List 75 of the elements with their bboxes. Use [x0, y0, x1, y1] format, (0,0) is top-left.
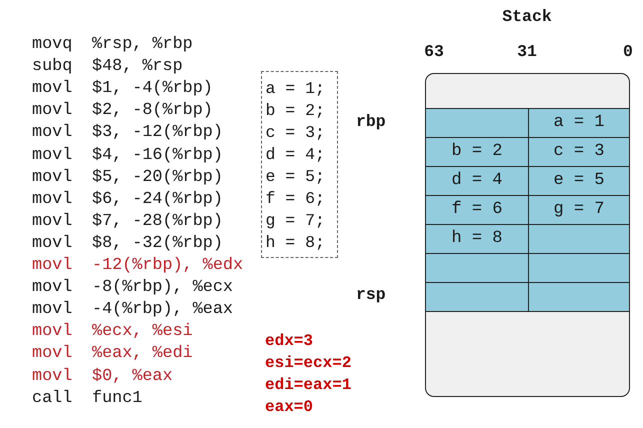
assembly-operand: -12(%rbp), %edx [92, 256, 244, 276]
bit-index: 63 [424, 42, 444, 62]
assembly-operand: func1 [92, 388, 142, 409]
stack-slot [425, 253, 529, 283]
assembly-operand: -4(%rbp), %eax [92, 300, 233, 320]
register-value-note: eax=0 [265, 397, 314, 417]
c-statement: d = 4; [266, 145, 325, 165]
stack-slot [425, 166, 529, 196]
assembly-operand: $6, -24(%rbp) [92, 190, 223, 210]
c-statement: e = 5; [266, 167, 325, 188]
assembly-mnemonic: movl [32, 344, 72, 364]
stack-slot [425, 224, 529, 254]
register-pointer-label: rsp [356, 285, 386, 305]
c-statement: b = 2; [266, 100, 325, 121]
variable-value: c = 3 [554, 142, 604, 162]
stack-slot [528, 137, 630, 167]
variable-value: d = 4 [452, 171, 502, 191]
stack-slot [425, 137, 529, 167]
stack-slot [528, 166, 630, 196]
assembly-mnemonic: movl [32, 101, 72, 122]
c-statement: h = 8; [266, 233, 325, 254]
assembly-operand: -8(%rbp), %ecx [92, 278, 233, 298]
assembly-operand: $0, %eax [92, 366, 173, 386]
assembly-operand: $48, %rsp [92, 57, 183, 78]
stack-slot [528, 195, 630, 225]
assembly-mnemonic: movl [32, 123, 72, 144]
stack-slot [425, 195, 529, 225]
assembly-operand: %eax, %edi [92, 344, 193, 364]
assembly-mnemonic: movl [32, 256, 72, 276]
assembly-operand: $8, -32(%rbp) [92, 234, 223, 254]
assembly-mnemonic: movl [32, 146, 72, 166]
bit-index: 0 [623, 42, 633, 62]
assembly-mnemonic: movl [32, 212, 72, 232]
bit-index: 31 [517, 42, 537, 62]
c-statement: f = 6; [266, 189, 325, 210]
variable-value: b = 2 [452, 142, 502, 162]
stack-slot [528, 224, 630, 254]
c-statement: g = 7; [266, 211, 325, 232]
assembly-operand: %ecx, %esi [92, 322, 193, 342]
variable-value: h = 8 [452, 229, 502, 249]
stack-slot [528, 108, 630, 138]
assembly-mnemonic: subq [32, 57, 72, 78]
assembly-operand: $3, -12(%rbp) [92, 123, 223, 144]
stack-slot [528, 282, 630, 312]
register-value-note: edx=3 [265, 331, 314, 351]
assembly-operand: $4, -16(%rbp) [92, 146, 223, 166]
assembly-mnemonic: movl [32, 300, 72, 320]
c-statement: a = 1; [266, 78, 325, 99]
assembly-mnemonic: movl [32, 322, 72, 342]
stack-title: Stack [502, 7, 552, 27]
stack-slot [425, 282, 529, 312]
assembly-mnemonic: movl [32, 190, 72, 210]
assembly-mnemonic: movl [32, 278, 72, 298]
register-value-note: edi=eax=1 [265, 375, 352, 395]
variable-value: g = 7 [554, 200, 604, 220]
assembly-operand: $2, -8(%rbp) [92, 101, 213, 122]
register-pointer-label: rbp [356, 112, 386, 132]
assembly-operand: $7, -28(%rbp) [92, 212, 223, 232]
variable-value: a = 1 [554, 113, 604, 133]
assembly-operand: $1, -4(%rbp) [92, 79, 213, 100]
assembly-operand: $5, -20(%rbp) [92, 168, 223, 188]
assembly-mnemonic: movl [32, 79, 72, 100]
variable-value: e = 5 [554, 171, 604, 191]
assembly-mnemonic: movl [32, 366, 72, 386]
assembly-operand: %rsp, %rbp [92, 35, 193, 55]
assembly-mnemonic: movq [32, 35, 72, 55]
register-value-note: esi=ecx=2 [265, 353, 352, 373]
variable-value: f = 6 [452, 200, 502, 220]
assembly-mnemonic: movl [32, 168, 72, 188]
stack-slot [528, 253, 630, 283]
assembly-mnemonic: call [32, 388, 72, 409]
c-statement: c = 3; [266, 122, 325, 143]
code-box [261, 71, 338, 258]
stack-slot [425, 108, 529, 138]
assembly-mnemonic: movl [32, 234, 72, 254]
